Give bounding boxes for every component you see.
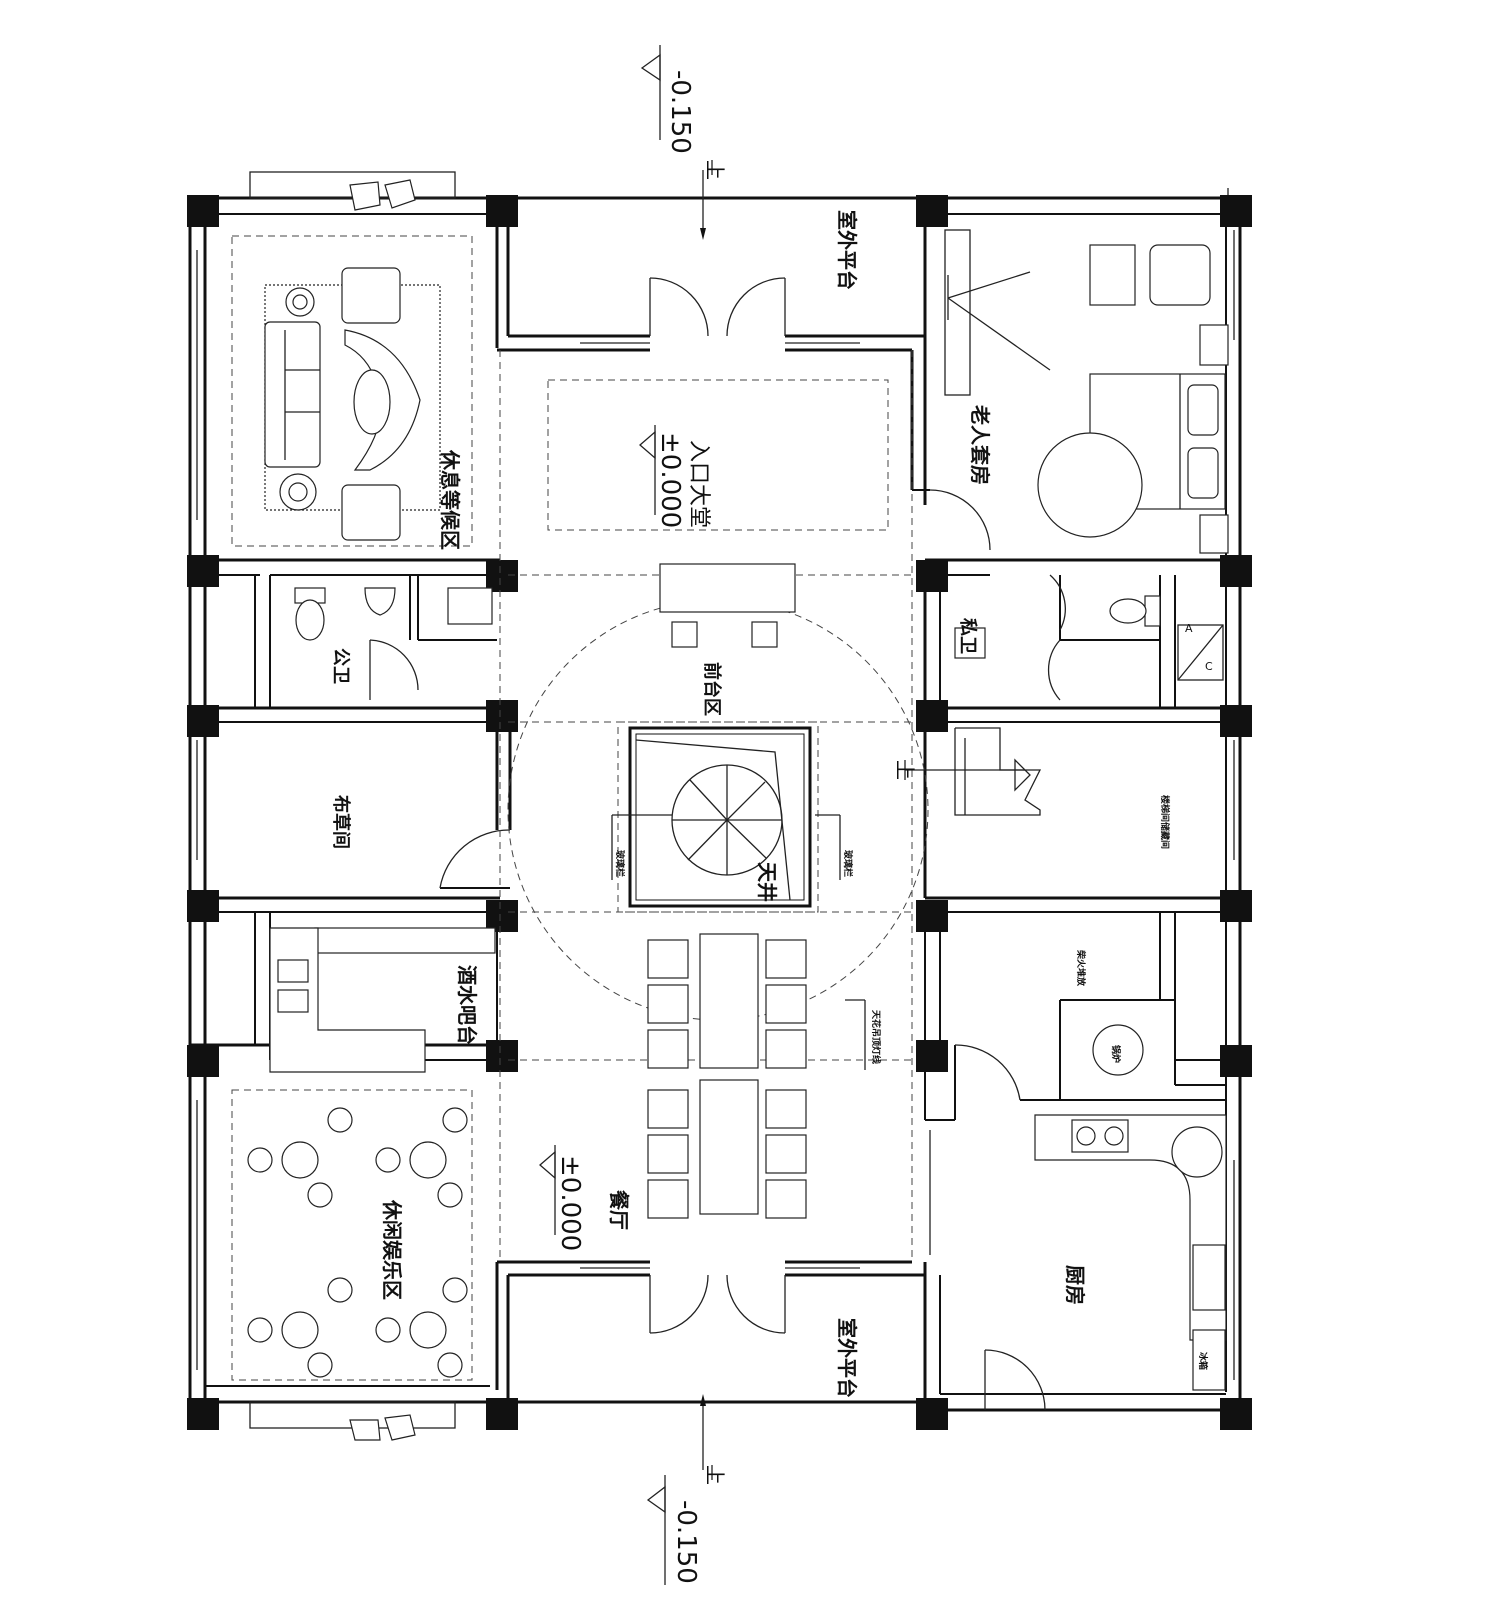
label-a: A	[1185, 622, 1193, 635]
kitchen-fixtures	[1034, 1024, 1227, 1391]
level-markers	[539, 45, 713, 1585]
room-leisure: 休闲娱乐区	[380, 1199, 404, 1300]
dining-chair	[647, 1029, 689, 1069]
dining-chair	[765, 1134, 807, 1174]
room-stair: 楼梯间储藏间	[1159, 795, 1171, 849]
dining-chair	[765, 1029, 807, 1069]
atrium-spiral-stair	[611, 726, 866, 1070]
level-top: -0.150	[665, 70, 695, 154]
stair	[904, 727, 1042, 816]
stair-up-right: 上	[893, 760, 917, 780]
dining-furniture	[269, 563, 807, 1219]
room-outdoor-bottom: 室外平台	[835, 1318, 859, 1398]
room-public-wc: 公卫	[330, 648, 351, 684]
room-atrium: 天井	[755, 862, 779, 902]
level-dining: ±0.000	[555, 1155, 585, 1251]
fridge-label: 冰箱	[1197, 1352, 1209, 1370]
room-dining: 餐厅	[607, 1190, 631, 1230]
stair-up-bottom: 上	[703, 1465, 727, 1485]
room-linen: 布草间	[330, 795, 352, 849]
double-doors	[369, 277, 1066, 1334]
lounge-furniture	[264, 179, 441, 1441]
room-elder-suite: 老人套房	[968, 405, 992, 485]
room-kitchen: 厨房	[1063, 1265, 1087, 1305]
dining-chair	[647, 984, 689, 1024]
ceiling-note: 天花吊顶灯线	[870, 1010, 882, 1064]
dining-chair	[765, 1089, 807, 1129]
labels: -0.150 -0.150 ±0.000 ±0.000 上 上 上 休息等候区 …	[330, 70, 1213, 1584]
dining-chair	[647, 1089, 689, 1129]
room-firewood: 柴火堆放	[1075, 949, 1087, 987]
dining-chair	[765, 1179, 807, 1219]
elder-suite-furniture	[944, 229, 1229, 554]
room-outdoor-top: 室外平台	[835, 210, 859, 290]
room-private-wc: 私卫	[957, 618, 978, 654]
atrium-tag-right: 玻璃栏	[842, 850, 854, 877]
cafe-tables	[247, 1107, 468, 1378]
dining-chair	[647, 1179, 689, 1219]
label-c: C	[1205, 660, 1213, 673]
room-reception: 前台区	[701, 662, 723, 716]
level-bottom: -0.150	[671, 1500, 701, 1584]
stair-up-top: 上	[703, 160, 727, 180]
room-bar: 酒水吧台	[455, 965, 479, 1045]
room-stove: 锅炉	[1110, 1044, 1122, 1063]
wc-fixtures	[294, 587, 1224, 681]
room-lounge: 休息等候区	[438, 449, 462, 550]
exterior-walls	[188, 171, 1242, 1429]
atrium-tag-left: 玻璃栏	[614, 850, 626, 877]
dining-chair	[765, 984, 807, 1024]
structural-columns	[187, 195, 1252, 1430]
room-entrance-hall: 入口大堂	[686, 440, 711, 528]
dining-chair	[765, 939, 807, 979]
level-hall: ±0.000	[655, 432, 685, 528]
dining-chair	[647, 939, 689, 979]
dining-chair	[647, 1134, 689, 1174]
